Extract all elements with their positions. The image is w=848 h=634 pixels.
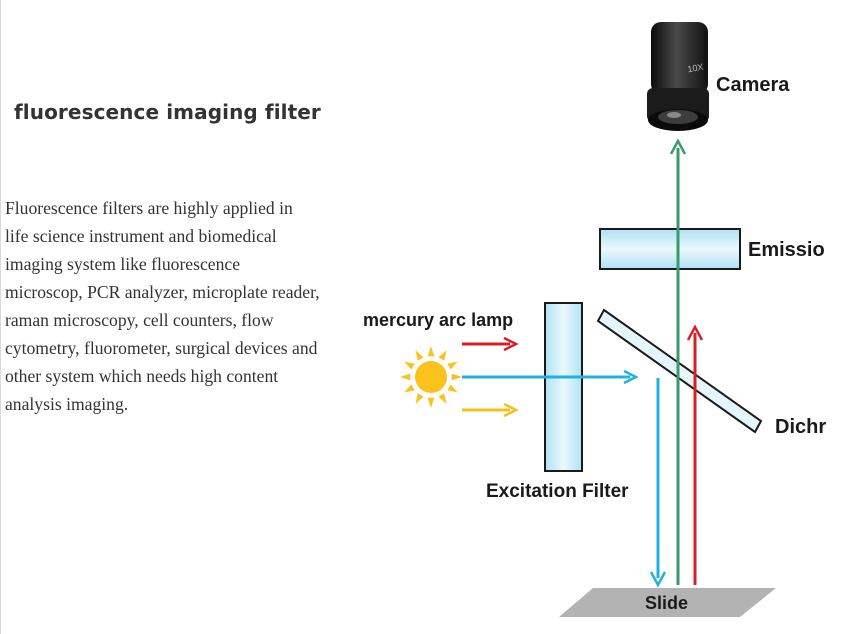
sun-ray [427, 397, 435, 408]
green-beam-arrowhead [669, 138, 687, 155]
sun-ray [451, 373, 462, 381]
fluorescence-diagram: Slide 10X Camera Emissio mercury arc lam… [340, 0, 848, 634]
camera-lens-text: 10X [687, 62, 705, 75]
sun-ray [400, 373, 411, 381]
cyan-beam-down-arrowhead [649, 571, 667, 588]
excitation-filter-label: Excitation Filter [486, 481, 629, 502]
sun-ray [404, 361, 415, 370]
sun-ray [415, 350, 424, 361]
sun-icon [400, 346, 462, 408]
emission-filter [599, 228, 741, 270]
yellow-lamp-arrowhead [503, 402, 519, 418]
cyan-lamp-arrowhead [623, 369, 639, 385]
sun-ray [438, 350, 447, 361]
emission-filter-label: Emissio [748, 239, 825, 261]
lamp-label: mercury arc lamp [363, 310, 513, 330]
dichroic-label: Dichr [775, 416, 826, 438]
sun-ray [447, 361, 458, 370]
slide [559, 588, 776, 617]
slide-label: Slide [645, 593, 688, 613]
sun-ray [438, 393, 447, 404]
camera-label: Camera [716, 74, 790, 96]
page-left-border [0, 0, 1, 634]
sun-ray [415, 393, 424, 404]
sun-ray [404, 384, 415, 393]
excitation-filter [544, 302, 583, 472]
camera-icon: 10X [647, 22, 709, 131]
red-lamp-arrowhead [503, 336, 519, 352]
page-title: fluorescence imaging filter [14, 100, 321, 124]
sun-ray [427, 346, 435, 357]
red-beam-arrowhead [686, 324, 704, 341]
sun-ray [447, 384, 458, 393]
body-paragraph: Fluorescence filters are highly applied … [5, 198, 320, 414]
